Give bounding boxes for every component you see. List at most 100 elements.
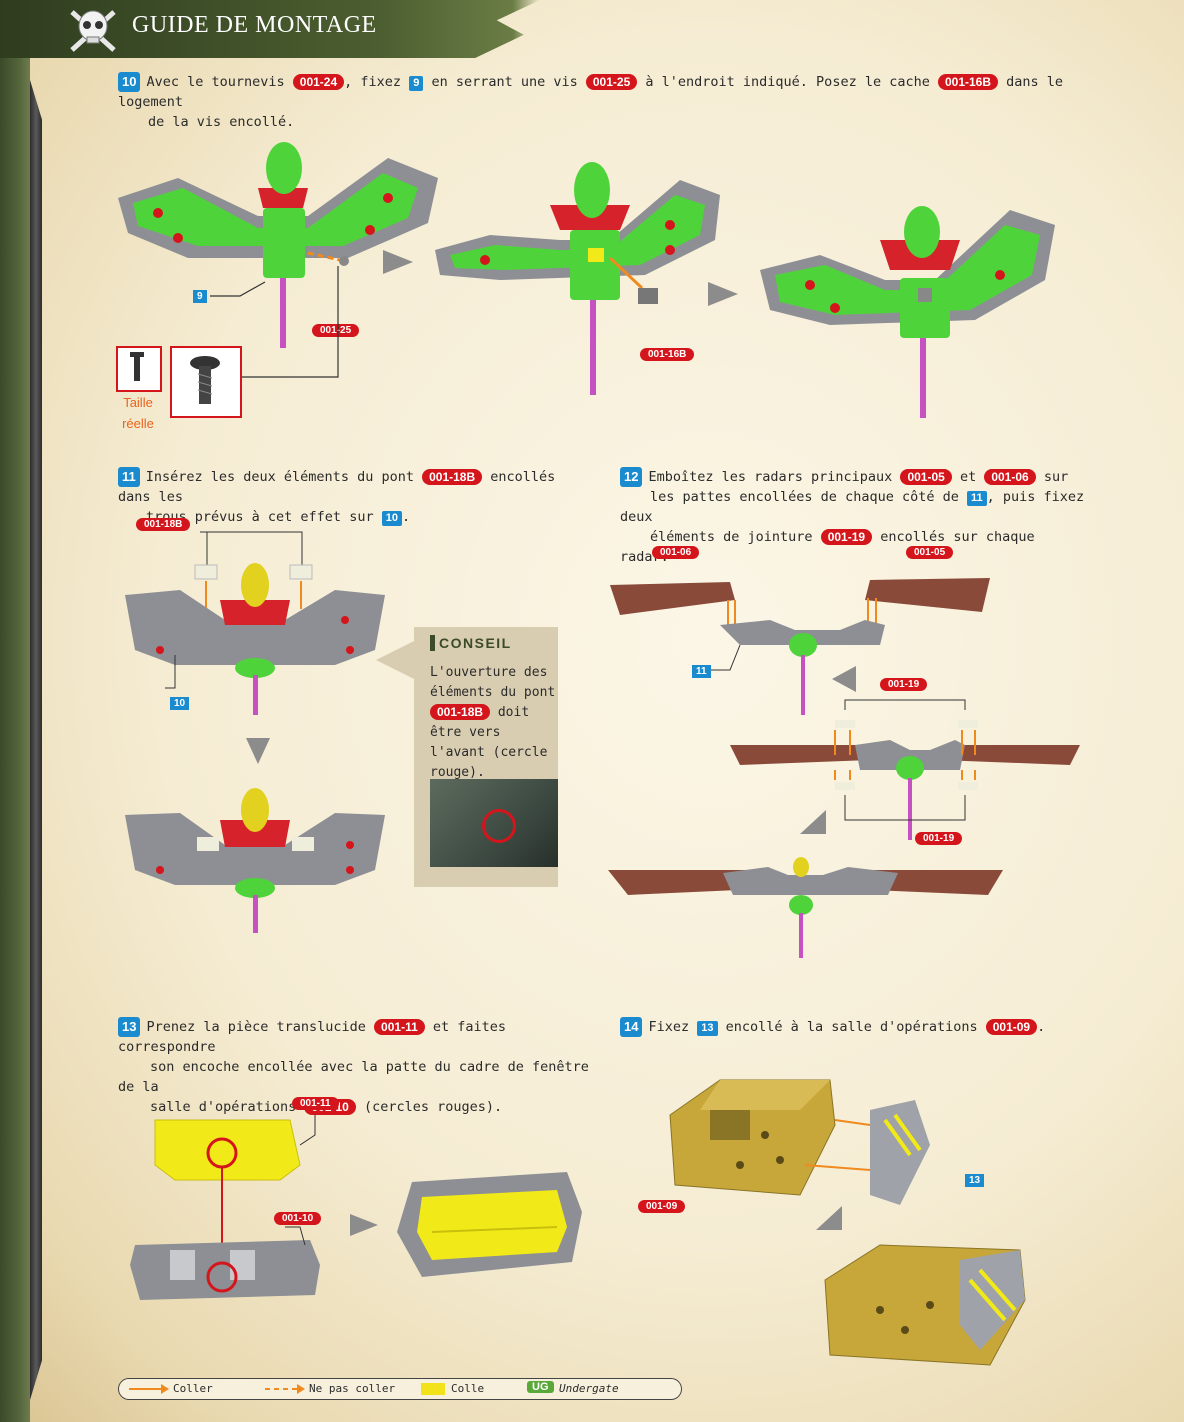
leader-lines bbox=[210, 266, 339, 378]
step-text: , fixez bbox=[344, 74, 410, 90]
step-ref: 9 bbox=[409, 76, 424, 91]
step-14-illustration-1 bbox=[669, 1079, 930, 1205]
tip-text-part: L'ouverture des éléments du pont bbox=[430, 665, 556, 700]
step-12-illustration-3 bbox=[608, 857, 1003, 958]
part-label: 001-06 bbox=[652, 546, 700, 559]
part-ref: 001-18B bbox=[430, 704, 491, 720]
step-text: . bbox=[1037, 1019, 1046, 1035]
part-label: 001-10 bbox=[274, 1212, 322, 1225]
step-number: 11 bbox=[118, 467, 140, 487]
part-label: 001-19 bbox=[915, 832, 963, 845]
page-title: GUIDE DE MONTAGE bbox=[132, 12, 377, 38]
part-label: 001-25 bbox=[312, 324, 360, 337]
part-label: 11 bbox=[692, 665, 711, 678]
part-ref: 001-24 bbox=[292, 74, 345, 90]
part-label: 001-11 bbox=[292, 1097, 339, 1110]
part-label: 001-05 bbox=[906, 546, 954, 559]
up-arrow bbox=[800, 810, 826, 834]
part-ref: 001-16B bbox=[937, 74, 999, 90]
step-text: les pattes encollées de chaque côté de bbox=[650, 489, 967, 505]
step-text: (cercles rouges). bbox=[355, 1099, 503, 1115]
tip-text-part: doit être vers l'avant (cercle rouge). bbox=[430, 705, 548, 780]
screw-icon bbox=[130, 352, 144, 381]
skull-crossbones-logo bbox=[70, 10, 116, 52]
step-ref: 11 bbox=[966, 491, 987, 506]
step-11-text: 11 Insérez les deux éléments du pont 001-… bbox=[118, 467, 588, 527]
step-ref: 13 bbox=[697, 1021, 718, 1036]
step-number: 12 bbox=[620, 467, 643, 487]
step-text: en serrant une vis bbox=[423, 74, 586, 90]
step-12-illustration-2 bbox=[730, 699, 1080, 840]
part-label: 10 bbox=[170, 697, 190, 710]
part-ref: 001-19 bbox=[820, 529, 873, 545]
step-text: et faites correspondre bbox=[118, 1019, 507, 1055]
step-number: 14 bbox=[620, 1017, 643, 1037]
step-text: , puis fixez deux bbox=[620, 489, 1085, 525]
tip-text: L'ouverture des éléments du pont 001-18B… bbox=[430, 663, 560, 783]
step-text: sur bbox=[1035, 469, 1069, 485]
step-number: 10 bbox=[118, 72, 141, 92]
step-text: à l'endroit indiqué. Posez le cache bbox=[637, 74, 938, 90]
legend-bar: Coller Ne pas coller Colle UG Undergate bbox=[118, 1378, 682, 1400]
part-label: 13 bbox=[965, 1174, 985, 1187]
part-label: 001-16B bbox=[640, 348, 695, 361]
step-text: salle d'opérations bbox=[150, 1099, 305, 1115]
down-arrow bbox=[246, 738, 270, 764]
step-text: trous prévus à cet effet sur bbox=[146, 509, 382, 525]
glue-arrow-icon bbox=[129, 1384, 169, 1394]
left-border bbox=[0, 0, 30, 1422]
step-14-text: 14 Fixez 13 encollé à la salle d'opératio… bbox=[620, 1017, 1090, 1037]
step-text: Avec le tournevis bbox=[146, 74, 293, 90]
part-label: 001-19 bbox=[880, 678, 928, 691]
next-arrow bbox=[383, 250, 413, 274]
glue-swatch bbox=[421, 1383, 445, 1395]
undergate-badge: UG bbox=[527, 1381, 554, 1393]
up-arrow bbox=[832, 666, 856, 692]
step-14-illustration-2 bbox=[824, 1244, 1026, 1366]
part-label: 9 bbox=[193, 290, 207, 303]
next-arrow bbox=[708, 282, 738, 306]
step-10-illustration-3 bbox=[760, 206, 1055, 418]
tip-pointer bbox=[376, 640, 416, 680]
step-text: encollé à la salle d'opérations bbox=[717, 1019, 986, 1035]
part-ref: 001-06 bbox=[984, 469, 1036, 485]
tip-box: CONSEIL L'ouverture des éléments du pont… bbox=[414, 627, 558, 887]
step-10-text: 10 Avec le tournevis 001-24, fixez 9 en s… bbox=[118, 72, 1078, 132]
tip-heading: CONSEIL bbox=[430, 635, 512, 651]
caption-line: Taille bbox=[123, 395, 153, 410]
step-text: de la vis encollé. bbox=[148, 114, 295, 130]
step-number: 13 bbox=[118, 1017, 141, 1037]
part-ref: 001-05 bbox=[900, 469, 952, 485]
step-12-illustration-1 bbox=[610, 578, 990, 715]
part-label: 001-09 bbox=[638, 1200, 686, 1213]
legend-undergate-label: Undergate bbox=[559, 1382, 619, 1395]
step-text: . bbox=[401, 509, 411, 525]
legend-colle-label: Colle bbox=[451, 1382, 485, 1395]
step-10-illustration-1 bbox=[118, 142, 438, 348]
step-11-illustration-2 bbox=[125, 788, 385, 933]
step-text: Fixez bbox=[648, 1019, 698, 1035]
step-text: son encoche encollée avec la patte du ca… bbox=[118, 1059, 589, 1095]
part-label: 001-18B bbox=[136, 518, 191, 531]
step-10-illustration-2 bbox=[435, 162, 720, 395]
step-ref: 10 bbox=[381, 511, 402, 526]
part-ref: 001-09 bbox=[985, 1019, 1038, 1035]
highlight-circle bbox=[482, 809, 516, 843]
no-glue-arrow-icon bbox=[265, 1384, 305, 1394]
legend-no-glue-label: Ne pas coller bbox=[309, 1382, 396, 1395]
step-11-illustration-1 bbox=[125, 531, 385, 715]
step-text: et bbox=[951, 469, 985, 485]
step-text: encollés dans les bbox=[118, 469, 556, 505]
step-13-illustration-1 bbox=[130, 1115, 320, 1300]
legend-glue-label: Coller bbox=[173, 1382, 213, 1395]
step-text: éléments de jointure bbox=[650, 529, 821, 545]
part-ref: 001-25 bbox=[585, 74, 638, 90]
left-rail bbox=[30, 80, 42, 1400]
screw-zoom-icon bbox=[190, 356, 220, 404]
part-ref: 001-18B bbox=[422, 469, 483, 485]
step-text: Insérez les deux éléments du pont bbox=[145, 469, 423, 485]
part-ref: 001-11 bbox=[374, 1019, 425, 1035]
